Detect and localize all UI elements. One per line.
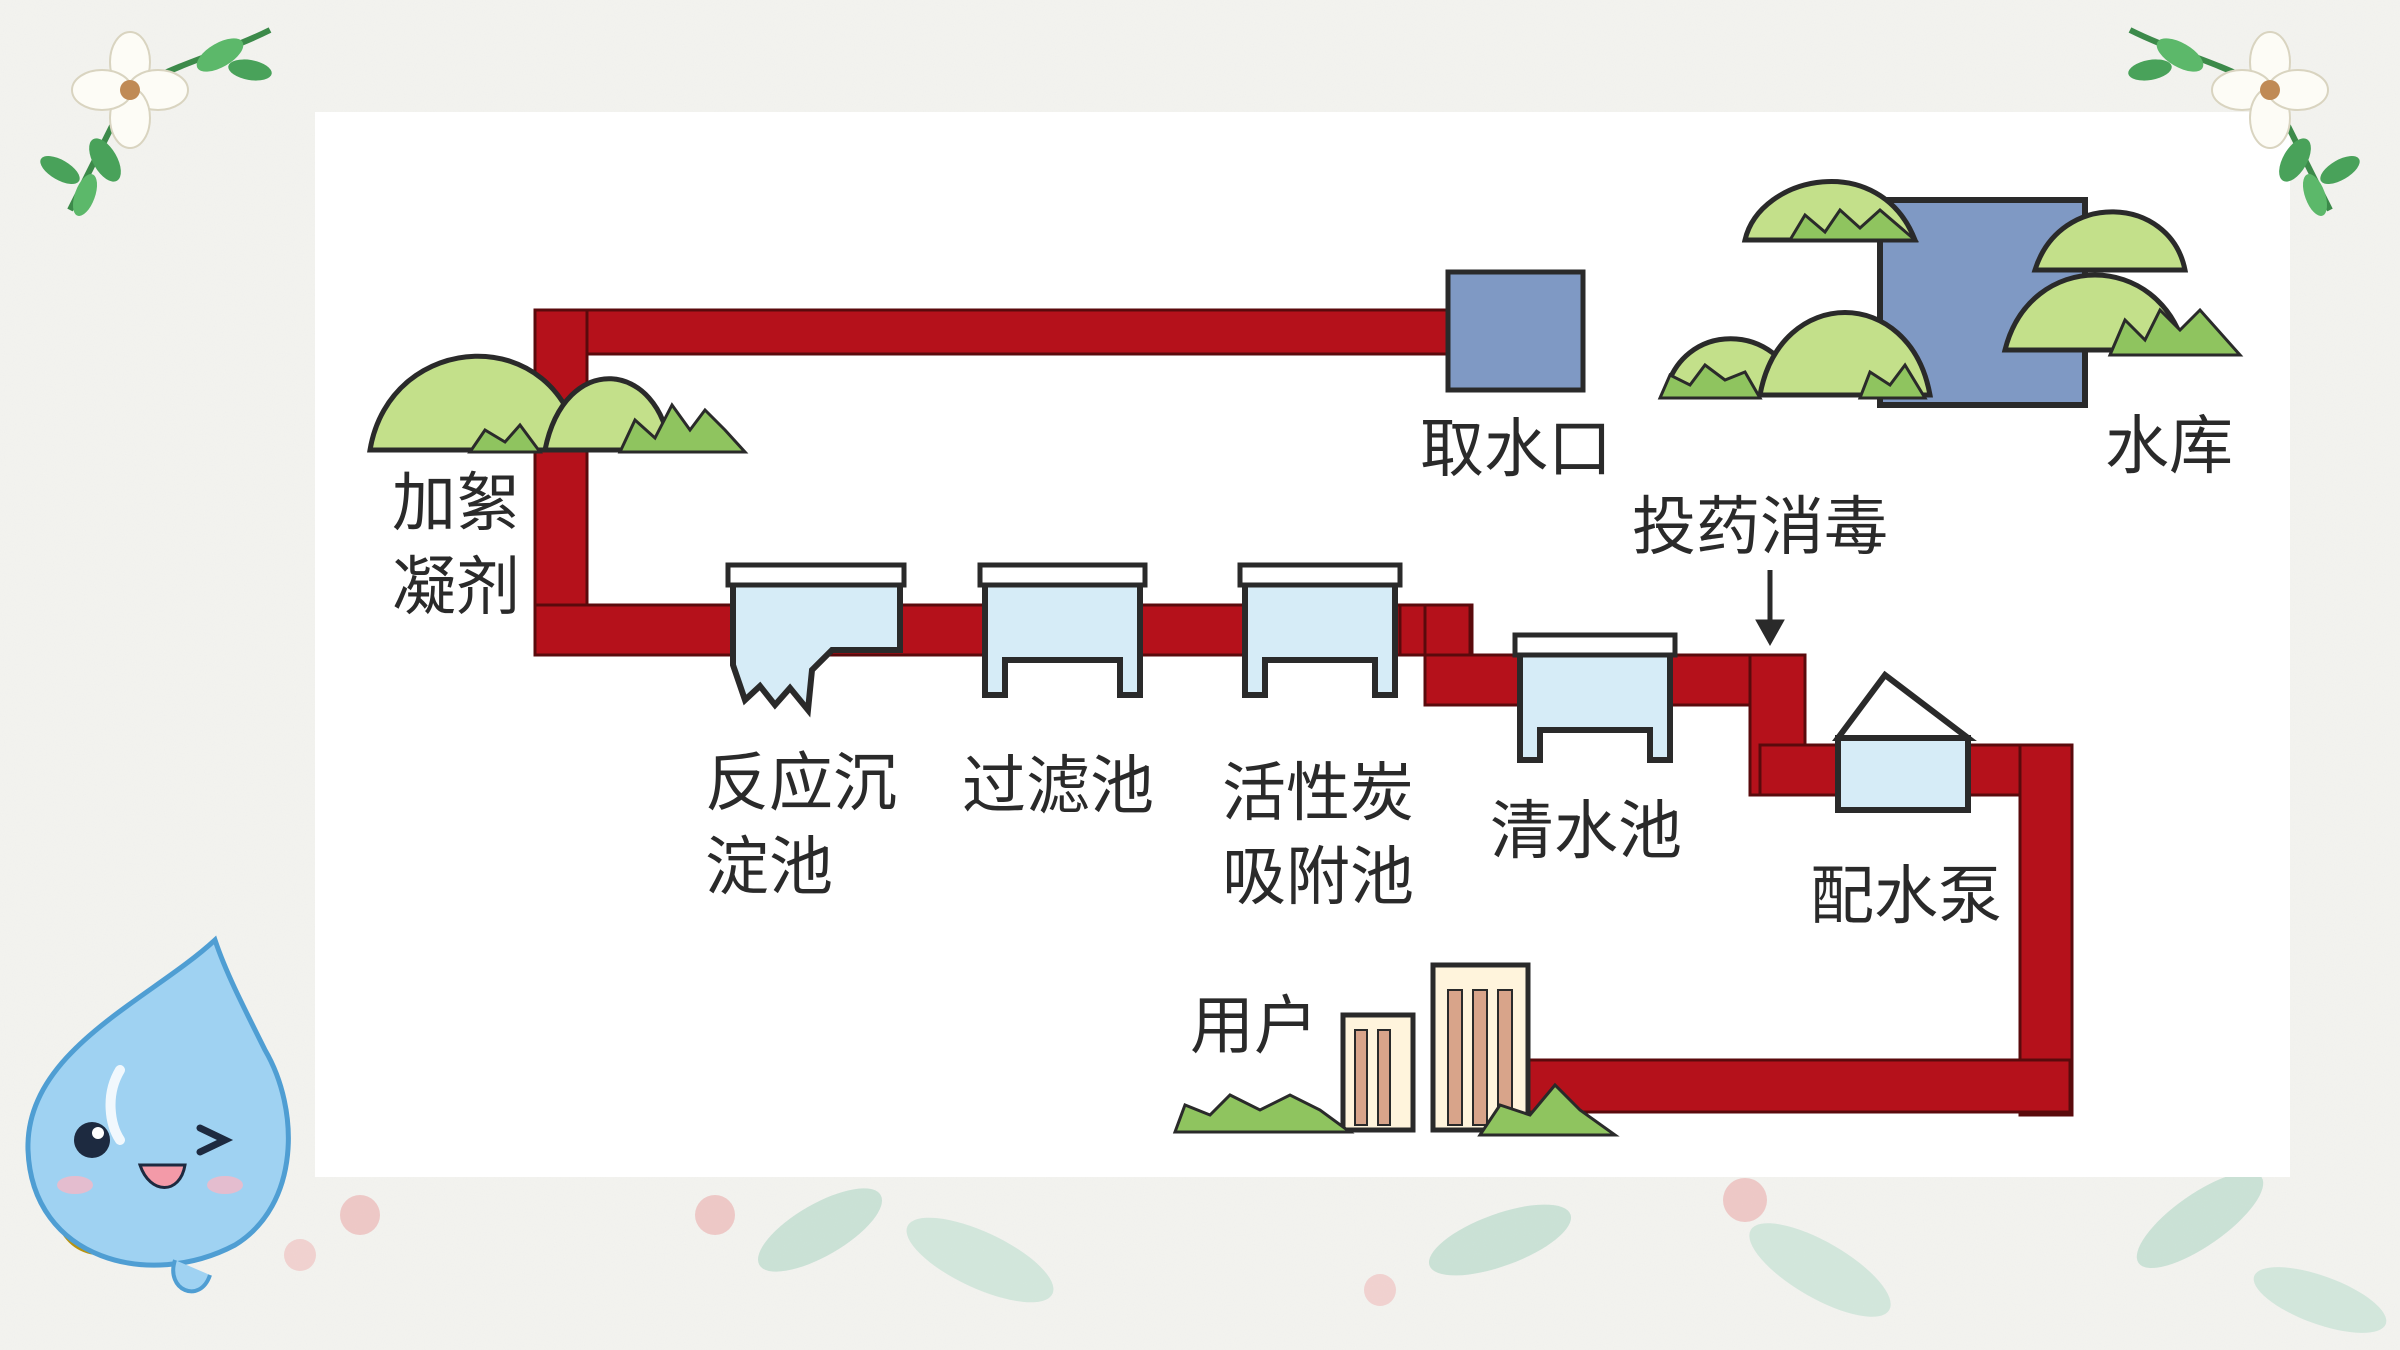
- sedimentation-label-line2: 淀池: [705, 831, 833, 905]
- intake-block: [1445, 269, 1586, 393]
- clear-water-label: 清水池: [1490, 795, 1682, 869]
- flocculant-label-line1: 加絮: [392, 467, 520, 541]
- building-icon: [1172, 962, 1620, 1137]
- pump-label: 配水泵: [1810, 860, 2002, 934]
- flower-icon: [2128, 27, 2360, 216]
- sedimentation-label: 反应沉 淀池: [705, 742, 897, 910]
- reservoir: [1657, 179, 2244, 408]
- reservoir-label: 水库: [2105, 410, 2233, 484]
- hill-icon: [367, 353, 749, 454]
- carbon-label-line2: 吸附池: [1222, 841, 1414, 915]
- filter-tank: [977, 562, 1148, 698]
- clear-water-tank: [1512, 632, 1678, 763]
- pump-house: [1832, 670, 1977, 813]
- disinfection-arrow: [1755, 570, 1785, 647]
- watercolor-leaves-decoration: [284, 1171, 2387, 1333]
- sedimentation-tank: [725, 562, 907, 718]
- carbon-label: 活性炭 吸附池: [1222, 752, 1414, 920]
- filter-label: 过滤池: [962, 750, 1154, 824]
- disinfection-label: 投药消毒: [1632, 491, 1888, 565]
- flocculant-label-line2: 凝剂: [392, 551, 520, 625]
- water-drop-mascot-icon: [25, 935, 291, 1294]
- carbon-tank: [1237, 562, 1403, 698]
- flower-icon: [40, 27, 272, 216]
- users-label: 用户: [1190, 990, 1318, 1064]
- carbon-label-line1: 活性炭: [1222, 757, 1414, 831]
- intake-label: 取水口: [1420, 413, 1612, 487]
- sedimentation-label-line1: 反应沉: [705, 747, 897, 821]
- flocculant-label: 加絮 凝剂: [392, 462, 520, 630]
